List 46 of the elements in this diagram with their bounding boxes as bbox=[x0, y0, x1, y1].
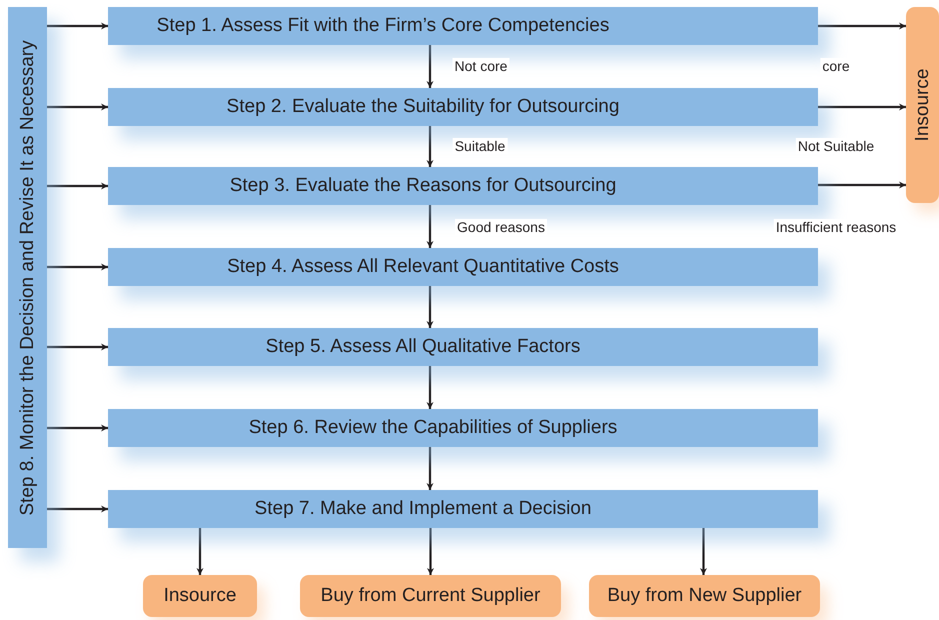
arrow bbox=[818, 104, 906, 110]
outcome-label: Insource bbox=[912, 68, 934, 142]
process-box bbox=[108, 490, 818, 528]
arrow bbox=[196, 528, 204, 575]
arrow bbox=[47, 344, 108, 350]
process-box bbox=[108, 248, 818, 286]
outcome-label: Buy from New Supplier bbox=[607, 585, 802, 607]
outcome-box bbox=[589, 575, 820, 617]
arrow bbox=[818, 182, 906, 188]
process-box bbox=[8, 7, 47, 548]
process-box bbox=[108, 88, 818, 126]
process-box bbox=[108, 328, 818, 366]
arrow bbox=[47, 264, 108, 270]
outcome-label: Insource bbox=[164, 585, 236, 607]
arrow bbox=[818, 22, 906, 30]
arrow bbox=[426, 205, 434, 248]
arrow bbox=[426, 366, 434, 409]
step-label: Step 7. Make and Implement a Decision bbox=[254, 498, 592, 520]
outcome-box bbox=[143, 575, 257, 617]
arrow bbox=[426, 286, 434, 328]
step-label: Step 4. Assess All Relevant Quantitative Costs bbox=[227, 256, 619, 278]
arrow bbox=[47, 424, 108, 432]
edge-label: Suitable bbox=[452, 138, 508, 154]
arrow bbox=[47, 506, 108, 512]
step-label: Step 5. Assess All Qualitative Factors bbox=[266, 336, 580, 358]
step-label: Step 8. Monitor the Decision and Revise It as Necessary bbox=[16, 40, 38, 516]
step-label: Step 6. Review the Capabilities of Suppliers bbox=[248, 417, 618, 439]
arrow bbox=[47, 182, 108, 190]
step-label: Step 1. Assess Fit with the Firm’s Core Competencies bbox=[156, 15, 610, 37]
arrow bbox=[47, 22, 108, 30]
outcome-label: Buy from Current Supplier bbox=[320, 585, 540, 607]
arrow bbox=[426, 447, 434, 490]
arrow bbox=[427, 528, 434, 575]
outcome-box bbox=[906, 7, 939, 203]
arrow bbox=[700, 528, 707, 575]
arrow bbox=[47, 104, 108, 110]
process-box bbox=[108, 409, 818, 447]
process-box bbox=[108, 167, 818, 205]
edge-label: Good reasons bbox=[455, 219, 547, 235]
outcome-box bbox=[300, 575, 561, 617]
process-box bbox=[108, 7, 818, 45]
step-label: Step 3. Evaluate the Reasons for Outsourcing bbox=[230, 175, 616, 197]
step-label: Step 2. Evaluate the Suitability for Outsourcing bbox=[226, 96, 620, 118]
edge-label: Not core bbox=[452, 58, 510, 74]
arrow bbox=[426, 126, 434, 167]
arrow bbox=[426, 45, 434, 88]
